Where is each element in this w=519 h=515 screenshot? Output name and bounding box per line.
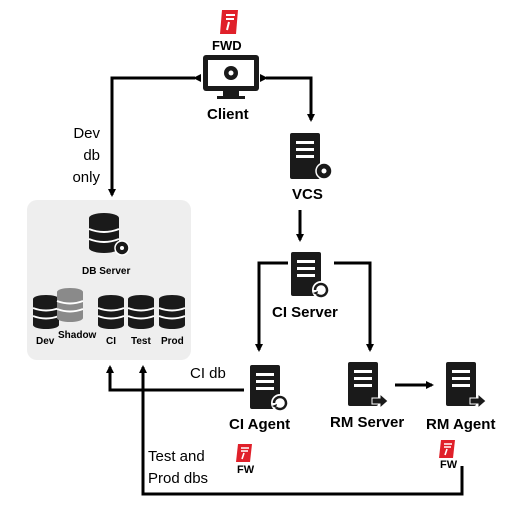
fwd-logo-icon (220, 10, 238, 34)
database-icon (127, 295, 155, 329)
shadow-database-icon (56, 288, 84, 322)
client-label: Client (207, 106, 249, 123)
database-gear-icon (88, 213, 130, 256)
db-label-shadow: Shadow (58, 330, 97, 341)
edge-ci-server-rm-server (334, 261, 374, 352)
vcs-label: VCS (292, 186, 323, 203)
rm-server-label: RM Server (330, 414, 405, 431)
db-label-test: Test (131, 336, 151, 347)
server-refresh-icon (291, 252, 330, 299)
database-icon (32, 295, 60, 329)
edge-label-test-prod: Test and Prod dbs (148, 448, 209, 487)
edge-label-ci-db: CI db (190, 365, 226, 382)
ci-agent-label: CI Agent (229, 416, 291, 433)
database-icon (97, 295, 125, 329)
fwd-logo-label: FWD (212, 38, 242, 53)
fw-label-ci: FW (237, 464, 255, 476)
server-arrow-icon (446, 362, 487, 410)
server-refresh-icon (250, 365, 289, 412)
edge-ci-db (106, 365, 244, 392)
edge-client-dev-db (108, 74, 201, 197)
edge-client-vcs (260, 74, 315, 122)
edge-label-dev-db: Dev db only (72, 125, 100, 186)
db-label-dev: Dev (36, 336, 55, 347)
server-arrow-icon (348, 362, 389, 410)
edge-test-prod-dbs (139, 365, 464, 496)
db-label-ci: CI (106, 336, 116, 347)
server-gear-icon (290, 133, 333, 180)
monitor-gear-icon (203, 55, 259, 99)
rm-agent-label: RM Agent (426, 416, 496, 433)
fw-label-rm: FW (440, 459, 458, 471)
database-icon (158, 295, 186, 329)
db-label-prod: Prod (161, 336, 184, 347)
db-server-label: DB Server (82, 266, 131, 277)
fw-logo-icon (439, 440, 455, 458)
fw-logo-icon (236, 444, 252, 462)
ci-server-label: CI Server (272, 304, 338, 321)
edge-ci-server-ci-agent (255, 261, 288, 352)
